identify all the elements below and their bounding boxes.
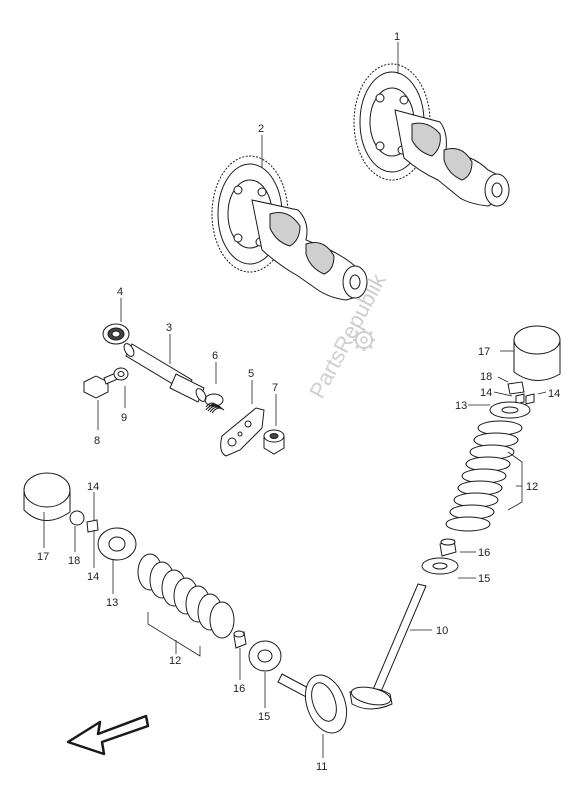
cotter-14-left	[86, 519, 99, 533]
shim-18-left	[69, 510, 85, 526]
callout-17-right: 17	[478, 346, 490, 358]
callout-6: 6	[212, 350, 218, 362]
valve-10	[349, 583, 427, 710]
cotter-14-right	[515, 393, 535, 405]
spring-12-left	[137, 553, 235, 639]
retainer-13-right	[489, 401, 531, 419]
callout-13-right: 13	[455, 400, 467, 412]
seal-16-left	[233, 630, 247, 649]
shim-18-right	[507, 381, 525, 395]
callout-18-right: 18	[480, 371, 492, 383]
tappet-17-left	[23, 472, 71, 521]
callout-16-left: 16	[233, 683, 245, 695]
valve-11	[277, 673, 348, 734]
callout-7: 7	[272, 382, 278, 394]
callout-12-left: 12	[169, 655, 181, 667]
callout-2: 2	[258, 123, 264, 135]
seal-16-right	[439, 538, 457, 557]
callout-1: 1	[394, 31, 400, 43]
spring-6	[204, 393, 225, 414]
callout-12-right: 12	[526, 481, 538, 493]
callout-14-right-b: 14	[548, 388, 560, 400]
callout-3: 3	[166, 322, 172, 334]
callout-14-left-top: 14	[87, 481, 99, 493]
shaft-3	[123, 343, 207, 403]
callout-11: 11	[316, 761, 327, 773]
callout-14-left-bottom: 14	[87, 571, 99, 583]
seat-15-left	[248, 640, 282, 672]
retainer-13-left	[97, 527, 137, 561]
callout-14-right-a: 14	[480, 387, 492, 399]
nut-7	[263, 429, 285, 455]
plate-5	[220, 407, 265, 457]
spring-12-right	[445, 420, 523, 532]
washer-9	[113, 367, 129, 381]
callout-8: 8	[94, 435, 100, 447]
leader-lines	[43, 42, 547, 758]
callout-15-right: 15	[478, 573, 490, 585]
tappet-17-right	[513, 325, 561, 381]
callout-17-left: 17	[37, 551, 49, 563]
camshaft-2	[211, 155, 368, 301]
camshaft-1	[353, 63, 510, 207]
gear-icon	[353, 329, 375, 351]
callout-13-left: 13	[106, 597, 118, 609]
seat-15-right	[421, 557, 459, 575]
callout-labels: 1 2 3 4 5 6 7 8 9 10 11 12 12 13 13 14 1…	[37, 31, 560, 773]
bearing-4	[102, 323, 130, 345]
callout-15-left: 15	[258, 711, 270, 723]
callout-9: 9	[121, 412, 127, 424]
callout-16-right: 16	[478, 547, 490, 559]
callout-4: 4	[117, 286, 123, 298]
callout-18-left: 18	[68, 555, 80, 567]
callout-5: 5	[248, 368, 254, 380]
arrow-down-left-icon	[66, 714, 150, 756]
callout-10: 10	[436, 625, 448, 637]
